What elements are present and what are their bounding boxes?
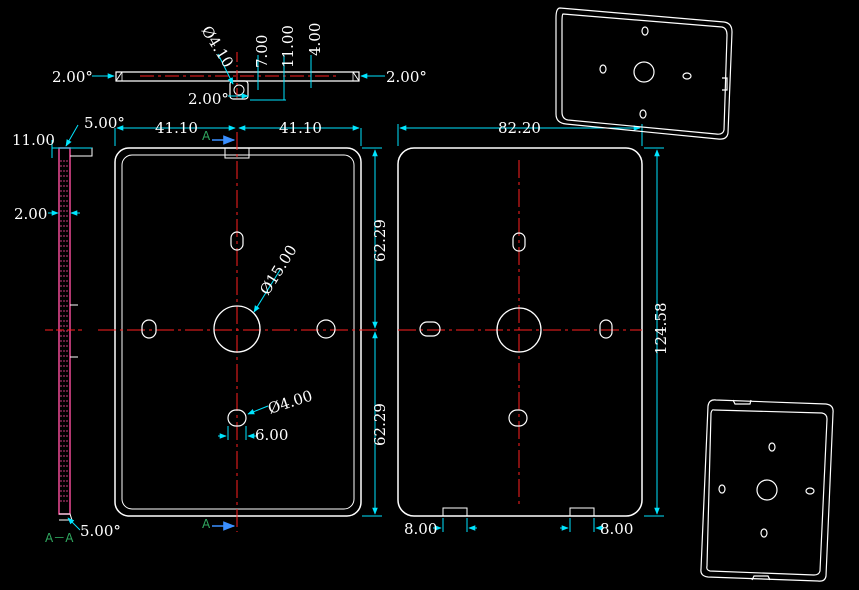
dim-back-tab-left: 8.00 [404, 520, 437, 538]
dim-front-center-diameter: Ø15.00 [256, 242, 301, 298]
front-view [98, 132, 378, 532]
section-label: A－A [45, 531, 74, 545]
section-marker-top: A [202, 129, 211, 143]
isometric-view-bottom [700, 399, 834, 582]
dim-top-11: 11.00 [279, 25, 297, 68]
dim-side-angle-bottom: 5.00° [80, 522, 121, 540]
dim-back-height: 124.58 [652, 303, 670, 356]
dim-front-half-left: 41.10 [155, 119, 198, 137]
dim-side-angle-top: 5.00° [84, 114, 125, 132]
dim-side-11: 11.00 [12, 131, 55, 149]
dim-front-height-bottom: 62.29 [371, 403, 389, 446]
isometric-view-top [555, 7, 733, 140]
top-view-dimensions [92, 53, 385, 101]
section-marker-bottom: A [202, 517, 211, 531]
dim-front-height-top: 62.29 [371, 219, 389, 262]
section-markers [212, 135, 236, 531]
front-view-dimensions [114, 125, 382, 517]
side-view-dimensions [48, 124, 92, 531]
dim-back-width: 82.20 [498, 119, 541, 137]
dim-front-half-right: 41.10 [279, 119, 322, 137]
dim-top-7: 7.00 [253, 35, 271, 68]
back-view [397, 147, 643, 517]
dim-top-4: 4.00 [306, 23, 324, 56]
dim-front-small-diameter: Ø4.00 [266, 387, 315, 418]
dim-top-hole-diameter: Ø4.10 [198, 23, 237, 71]
dim-top-angle-inner: 2.00° [188, 90, 229, 108]
back-view-dimensions [397, 124, 664, 532]
dim-front-slot-width: 6.00 [255, 426, 288, 444]
top-edge-view [115, 52, 360, 100]
dim-top-angle-right: 2.00° [386, 68, 427, 86]
side-section-view [45, 147, 93, 521]
dim-side-2: 2.00 [14, 205, 47, 223]
dim-top-angle-left: 2.00° [52, 68, 93, 86]
dim-back-tab-right: 8.00 [600, 520, 633, 538]
